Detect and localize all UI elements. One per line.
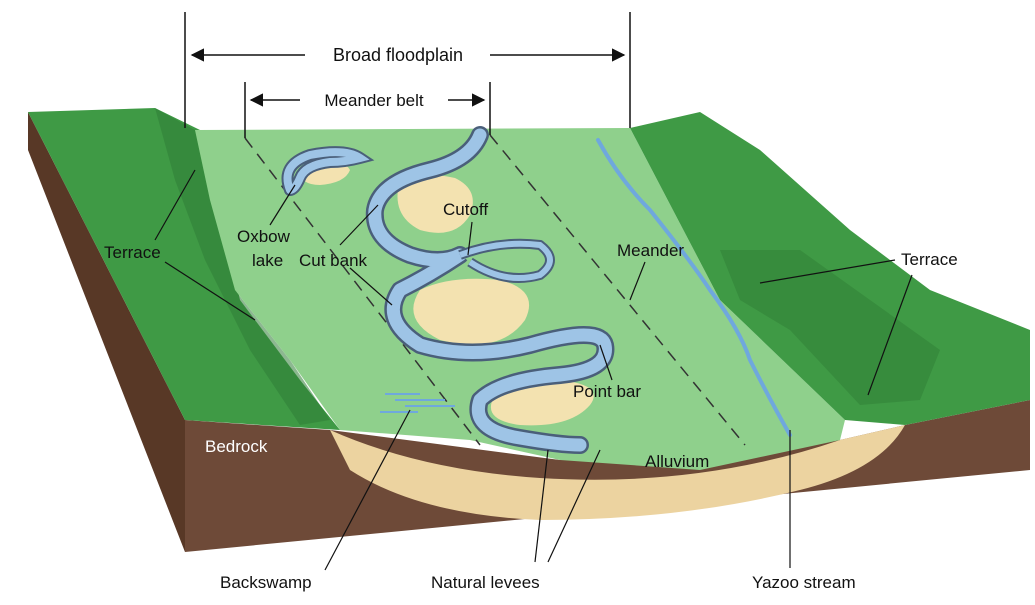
point-bar-label: Point bar (573, 382, 641, 401)
alluvium-label: Alluvium (645, 452, 709, 471)
bedrock-label: Bedrock (205, 437, 268, 456)
broad-floodplain-label: Broad floodplain (333, 45, 463, 65)
oxbow-label-line1: Oxbow (237, 227, 291, 246)
terrace-right-label: Terrace (901, 250, 958, 269)
natural-levees-label: Natural levees (431, 573, 540, 592)
meander-belt-label: Meander belt (324, 91, 424, 110)
cutoff-label: Cutoff (443, 200, 488, 219)
yazoo-stream-label: Yazoo stream (752, 573, 856, 592)
meander-label: Meander (617, 241, 684, 260)
oxbow-label-line2: lake (252, 251, 283, 270)
terrace-left-label: Terrace (104, 243, 161, 262)
backswamp-label: Backswamp (220, 573, 312, 592)
cut-bank-label: Cut bank (299, 251, 368, 270)
